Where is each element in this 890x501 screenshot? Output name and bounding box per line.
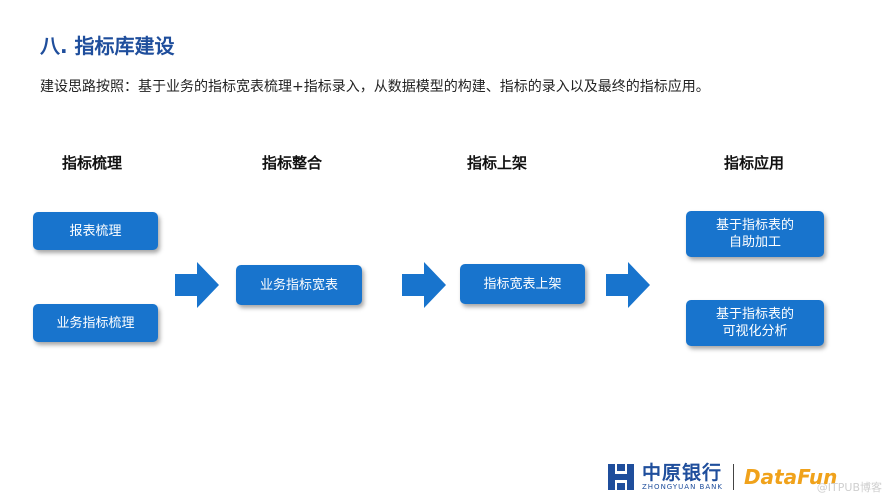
bank-name-en: ZHONGYUAN BANK <box>642 482 723 491</box>
datafun-logo-text: DataFun <box>743 465 838 489</box>
box-self-service-processing: 基于指标表的 自助加工 <box>686 211 824 257</box>
zhongyuan-bank-logo-icon <box>608 464 634 490</box>
watermark: @ITPUB博客 <box>816 481 882 494</box>
logo-separator <box>732 464 734 490</box>
column-heading-application: 指标应用 <box>723 154 784 172</box>
slide-title: 八. 指标库建设 <box>40 34 175 58</box>
footer: 中原银行 ZHONGYUAN BANK DataFun <box>606 457 837 497</box>
right-arrow-icon <box>175 262 219 308</box>
box-business-indicator-wide-table: 业务指标宽表 <box>236 265 362 305</box>
box-wide-table-listing: 指标宽表上架 <box>460 264 585 304</box>
zhongyuan-bank-logo: 中原银行 ZHONGYUAN BANK <box>606 462 723 492</box>
box-report-sorting: 报表梳理 <box>33 212 158 250</box>
bank-name-cn: 中原银行 <box>642 461 723 484</box>
right-arrow-icon <box>606 262 650 308</box>
right-arrow-icon <box>402 262 446 308</box>
datafun-logo: DataFun <box>744 465 837 489</box>
slide-subtitle: 建设思路按照：基于业务的指标宽表梳理+指标录入，从数据模型的构建、指标的录入以及… <box>40 79 710 95</box>
column-heading-listing: 指标上架 <box>466 154 527 172</box>
column-heading-sorting: 指标梳理 <box>61 154 122 172</box>
column-heading-integration: 指标整合 <box>261 154 322 172</box>
box-business-indicator-sorting: 业务指标梳理 <box>33 304 158 342</box>
box-visual-analysis: 基于指标表的 可视化分析 <box>686 300 824 346</box>
